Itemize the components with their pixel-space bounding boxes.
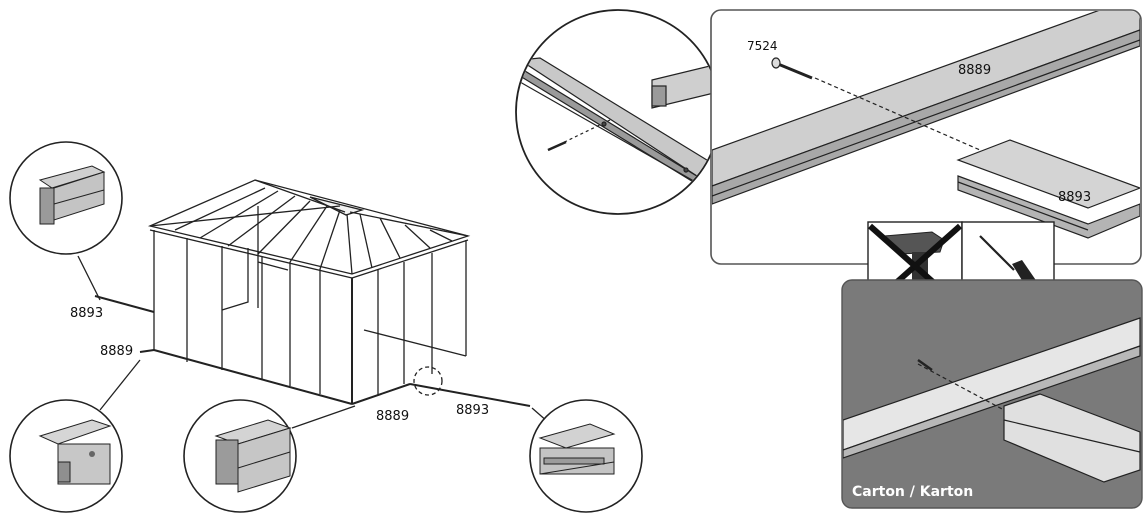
detail-bubble-rail-screw: [515, 9, 721, 215]
part-label-8889: 8889: [100, 344, 134, 359]
part-label-8893: 8893: [1058, 190, 1092, 205]
panel-carton: [841, 279, 1143, 509]
detail-bubble-8889-bottom: [183, 399, 297, 513]
detail-bubble-8893-bottom: [529, 399, 643, 513]
part-label-8889: 8889: [376, 409, 410, 424]
part-label-8893: 8893: [456, 403, 490, 418]
gazebo-illustration: [77, 179, 549, 429]
screw-label-7524: 7524: [747, 39, 778, 53]
carton-label: Carton / Karton: [852, 484, 974, 500]
panel-rail-detail: [710, 9, 1142, 265]
detail-bubble-8889-left: [9, 399, 123, 513]
part-label-8893: 8893: [70, 306, 104, 321]
detail-bubble-8893-left: [9, 141, 123, 255]
part-label-8889: 8889: [958, 63, 992, 78]
